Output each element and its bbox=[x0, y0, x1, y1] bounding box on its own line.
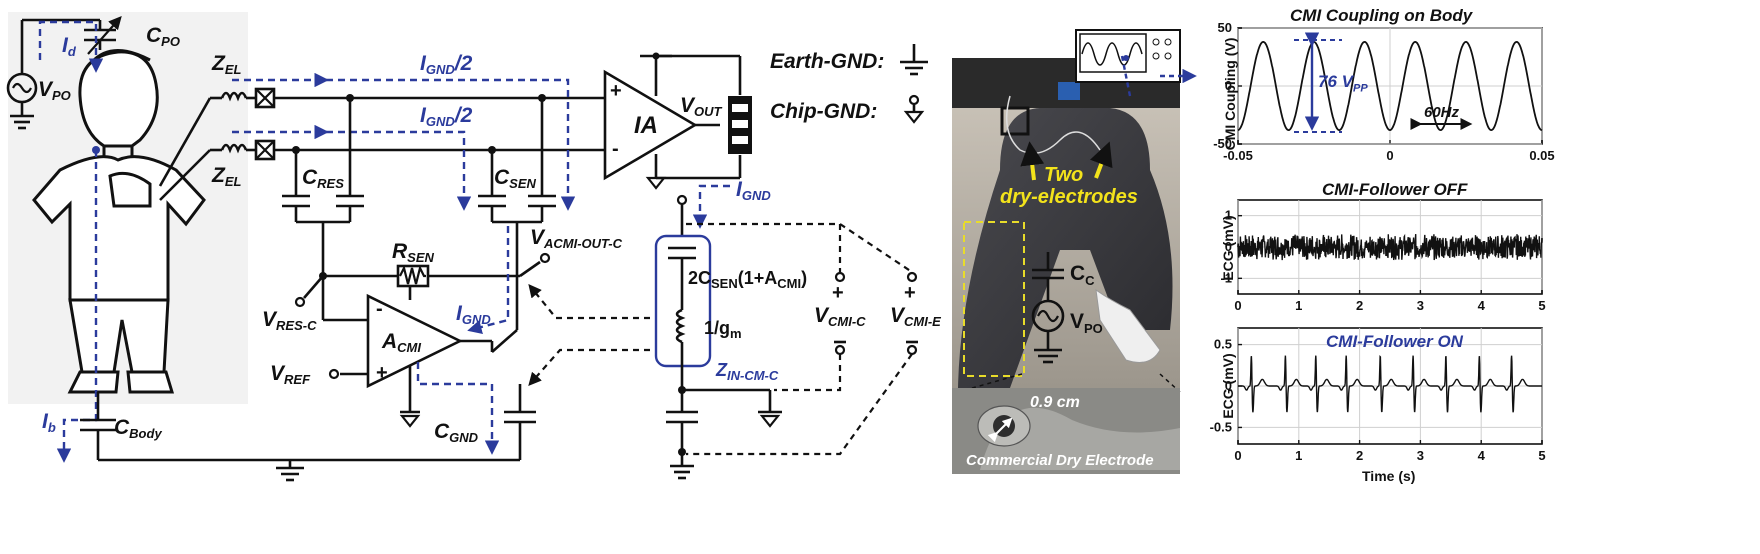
y-tick-label: 50 bbox=[1218, 20, 1232, 35]
ignd-cgnd-path bbox=[416, 362, 500, 455]
x-tick-label: 0 bbox=[1234, 298, 1241, 313]
schematic bbox=[6, 12, 928, 482]
x-tick-label: 3 bbox=[1417, 298, 1424, 313]
id-path bbox=[38, 20, 104, 73]
y-tick-label: 0.5 bbox=[1214, 337, 1232, 352]
x-tick-label: -0.05 bbox=[1223, 148, 1253, 163]
electrode-bottom bbox=[159, 139, 605, 201]
electrode-top bbox=[158, 87, 605, 187]
series-line bbox=[1238, 354, 1542, 413]
y-tick-label: 1 bbox=[1225, 208, 1232, 223]
x-tick-label: 0 bbox=[1386, 148, 1393, 163]
x-tick-label: 0 bbox=[1234, 448, 1241, 463]
plot-cmi-coupling: -0.05 0 0.05 50 0 -50 bbox=[1213, 20, 1554, 163]
x-tick-label: 4 bbox=[1478, 448, 1486, 463]
ignd-mid-path bbox=[467, 226, 510, 335]
cgnd-left-capacitor bbox=[504, 384, 536, 460]
y-tick-label: 0 bbox=[1225, 239, 1232, 254]
series-line bbox=[1237, 233, 1543, 261]
cbody-capacitor bbox=[80, 392, 520, 482]
x-tick-label: 2 bbox=[1356, 448, 1363, 463]
x-tick-label: 5 bbox=[1538, 448, 1545, 463]
x-tick-label: 1 bbox=[1295, 448, 1302, 463]
csen-capacitors bbox=[478, 98, 556, 353]
ia-amplifier bbox=[603, 52, 752, 190]
rsen-resistor bbox=[323, 252, 551, 300]
dash-arrow-upper bbox=[528, 283, 650, 320]
gnd-legend bbox=[900, 44, 928, 124]
y-tick-label: 0 bbox=[1225, 78, 1232, 93]
y-tick-label: -1 bbox=[1220, 270, 1232, 285]
y-tick-label: -50 bbox=[1213, 136, 1232, 151]
x-tick-label: 1 bbox=[1295, 298, 1302, 313]
dash-arrow-lower bbox=[528, 348, 650, 386]
photo-panel bbox=[952, 29, 1197, 474]
x-tick-label: 3 bbox=[1417, 448, 1424, 463]
y-tick-label: 0 bbox=[1225, 378, 1232, 393]
vpo-source bbox=[6, 20, 38, 130]
vcmi-sources bbox=[834, 271, 918, 356]
x-tick-label: 5 bbox=[1538, 298, 1545, 313]
ignd-top-path bbox=[692, 184, 730, 229]
x-tick-label: 0.05 bbox=[1529, 148, 1554, 163]
x-tick-label: 4 bbox=[1478, 298, 1486, 313]
cres-capacitors bbox=[282, 98, 364, 320]
cpo-capacitor bbox=[22, 16, 122, 55]
zin-block bbox=[654, 194, 782, 480]
series-line bbox=[1237, 40, 1543, 132]
acmi-opamp bbox=[323, 293, 494, 428]
person-illustration bbox=[32, 49, 206, 394]
y-tick-label: -0.5 bbox=[1210, 419, 1232, 434]
ib-path bbox=[56, 150, 98, 463]
x-tick-label: 2 bbox=[1356, 298, 1363, 313]
